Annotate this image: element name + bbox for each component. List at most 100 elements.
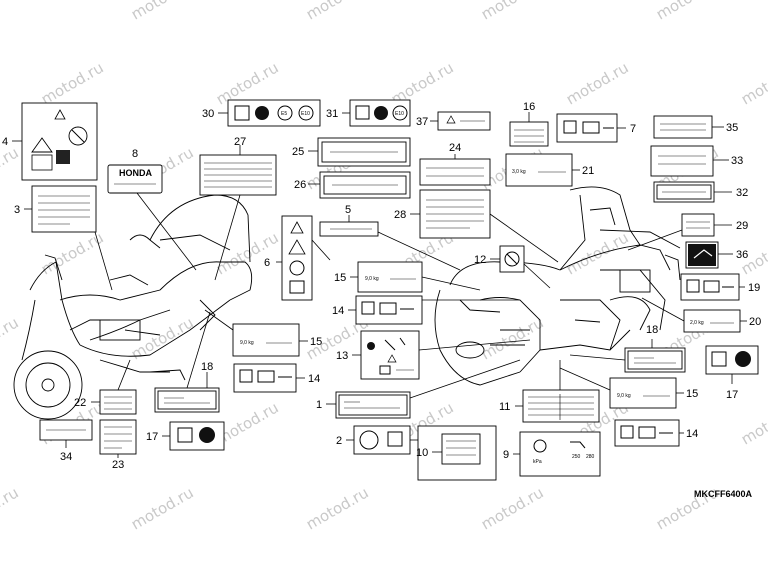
brand-text: HONDA	[119, 168, 152, 178]
label-35	[653, 115, 713, 139]
label-28	[419, 189, 491, 239]
label-34	[39, 419, 93, 441]
callout-18-b: 18	[646, 324, 658, 336]
fuel-e5-text: E5	[281, 111, 287, 117]
label-26	[319, 171, 411, 199]
callout-6: 6	[264, 257, 270, 269]
callout-32: 32	[736, 187, 748, 199]
callout-36: 36	[736, 249, 748, 261]
label-23	[99, 419, 137, 455]
label-18-b	[624, 347, 686, 373]
callout-17-b: 17	[726, 389, 738, 401]
callout-15-b: 15	[310, 336, 322, 348]
label-14-c	[614, 419, 680, 447]
callout-30: 30	[202, 108, 214, 120]
label-12	[499, 245, 525, 273]
label-3	[31, 185, 97, 233]
label-4	[21, 102, 98, 181]
label-15-c: 9,0 kg	[609, 377, 677, 409]
watermark-text-30: motod.ru	[0, 483, 22, 533]
watermark-text-31: motod.ru	[128, 483, 197, 533]
label-27	[199, 154, 277, 196]
callout-18-a: 18	[201, 361, 213, 373]
load-weight-small-text: 3,0 kg	[512, 169, 526, 175]
callout-22: 22	[74, 397, 86, 409]
watermark-text-5: motod.ru	[38, 58, 107, 108]
callout-37: 37	[416, 116, 428, 128]
callout-14-a: 14	[332, 305, 344, 317]
label-25	[317, 137, 411, 167]
callout-14-b: 14	[308, 373, 320, 385]
fuel-e10-text: E10	[301, 111, 310, 117]
callout-3: 3	[14, 204, 20, 216]
callout-31: 31	[326, 108, 338, 120]
load-weight-mid-text: 2,0 kg	[690, 320, 704, 326]
watermark-text-20: motod.ru	[0, 313, 22, 363]
label-37	[437, 111, 491, 131]
callout-34: 34	[60, 451, 72, 463]
callout-16: 16	[523, 101, 535, 113]
label-31: E10	[349, 99, 411, 127]
label-8: HONDA	[107, 164, 163, 194]
tire-rear-pressure: 280	[586, 454, 595, 460]
callout-15-c: 15	[686, 388, 698, 400]
callout-11: 11	[499, 401, 510, 413]
tire-front-pressure: 250	[572, 454, 581, 460]
callout-17-a: 17	[146, 431, 158, 443]
callout-4: 4	[2, 136, 8, 148]
label-32	[653, 181, 715, 203]
watermark-text-4: motod.ru	[653, 0, 722, 23]
label-14-a	[355, 295, 423, 325]
callout-8: 8	[132, 148, 138, 160]
right-motorcycle-drawing	[434, 186, 681, 386]
callout-5: 5	[345, 204, 351, 216]
callout-2: 2	[336, 435, 342, 447]
diagram-code: MKCFF6400A	[694, 489, 753, 499]
fuel-e10-text-2: E10	[395, 111, 404, 117]
label-15-a: 9,0 kg	[357, 261, 423, 293]
callout-33: 33	[731, 155, 743, 167]
label-14-b	[233, 363, 297, 393]
callout-25: 25	[292, 146, 304, 158]
callout-35: 35	[726, 122, 738, 134]
callout-12: 12	[474, 254, 486, 266]
load-weight-text-b: 9,0 kg	[240, 340, 254, 346]
label-6	[281, 215, 313, 301]
label-9: 250 280 kPa	[519, 431, 601, 477]
callout-10: 10	[416, 447, 428, 459]
callout-26: 26	[294, 179, 306, 191]
label-20: 2,0 kg	[683, 309, 741, 333]
callout-23: 23	[112, 459, 124, 471]
leader-lines	[12, 112, 747, 458]
label-29	[681, 213, 715, 237]
callout-1: 1	[316, 399, 322, 411]
label-11	[522, 389, 600, 423]
label-19	[680, 273, 740, 301]
callout-7: 7	[630, 123, 636, 135]
label-5	[319, 221, 379, 237]
label-17-b	[705, 345, 759, 375]
label-18-a	[154, 387, 220, 413]
label-17-a	[169, 421, 225, 451]
callout-27: 27	[234, 136, 246, 148]
label-13	[360, 330, 420, 380]
watermark-text-2: motod.ru	[303, 0, 372, 23]
watermark-text-33: motod.ru	[478, 483, 547, 533]
callout-24: 24	[449, 142, 461, 154]
callout-29: 29	[736, 220, 748, 232]
label-16	[509, 121, 549, 147]
callout-14-c: 14	[686, 428, 698, 440]
tire-unit: kPa	[533, 459, 542, 465]
label-24	[419, 158, 491, 186]
label-33	[650, 145, 714, 177]
watermark-text-1: motod.ru	[128, 0, 197, 23]
watermark-text-0: motod.ru	[0, 0, 22, 23]
watermark-text-9: motod.ru	[738, 58, 768, 108]
watermark-text-8: motod.ru	[563, 58, 632, 108]
watermark-text-32: motod.ru	[303, 483, 372, 533]
load-weight-text-a: 9,0 kg	[365, 276, 379, 282]
label-10	[417, 425, 497, 481]
label-2	[353, 425, 411, 455]
watermark-text-10: motod.ru	[0, 143, 22, 193]
